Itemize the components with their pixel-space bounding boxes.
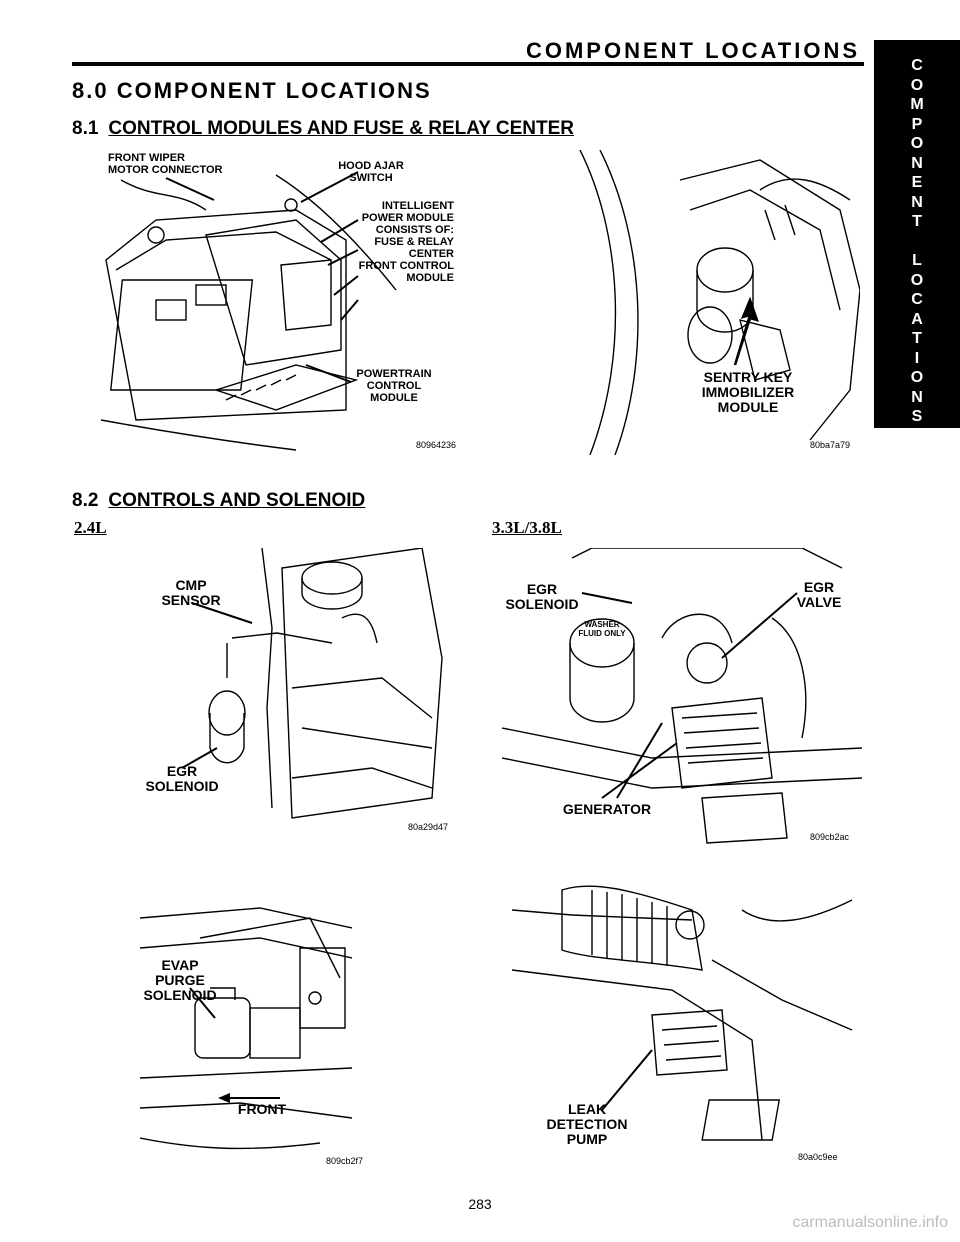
callout-egr-solenoid: EGR SOLENOID	[505, 581, 579, 612]
figure-skim: SENTRY KEY IMMOBILIZER MODULE 80ba7a79	[560, 150, 860, 455]
subsection-title: CONTROLS AND SOLENOID	[108, 490, 366, 511]
callout-front-wiper: FRONT WIPER MOTOR CONNECTOR	[108, 152, 223, 176]
side-tab-letter: O	[910, 271, 924, 289]
page-header-title: COMPONENT LOCATIONS	[525, 38, 860, 63]
figure-leak-detection: LEAK DETECTION PUMP 80a0c9ee	[512, 880, 862, 1165]
figure-code: 80a29d47	[408, 822, 449, 832]
side-tab-letter: N	[911, 154, 923, 172]
callout-pcm: POWERTRAIN CONTROL MODULE	[356, 368, 432, 404]
figure-ipm-drawing	[100, 171, 397, 451]
subsection-number: 8.2	[72, 490, 99, 511]
side-tab-letter: S	[911, 408, 923, 425]
side-tab-letter: C	[911, 57, 923, 74]
figure-2-4l: CMP SENSOR EGR SOLENOID 80a29d47	[132, 548, 448, 836]
figure-evap: EVAP PURGE SOLENOID FRONT 809cb2f7	[140, 878, 363, 1168]
engine-label-right: 3.3L/3.8L	[492, 518, 562, 537]
side-tab-letter: O	[910, 369, 924, 386]
figure-code: 80a0c9ee	[798, 1152, 838, 1162]
callout-front: FRONT	[237, 1101, 287, 1117]
figure-leak-detection-drawing	[512, 885, 853, 1141]
callout-hood-ajar: HOOD AJAR SWITCH	[338, 160, 404, 184]
figure-code: 809cb2ac	[810, 832, 850, 842]
figure-code: 80ba7a79	[810, 440, 851, 450]
figure-2-4l-drawing	[181, 548, 443, 819]
side-tab-letter: I	[914, 349, 920, 367]
side-tab-letter: C	[911, 291, 923, 308]
figure-skim-drawing	[579, 150, 860, 455]
side-tab-letter: A	[911, 310, 923, 328]
figure-3-3l: EGR SOLENOID EGR VALVE WASHER FLUID ONLY…	[502, 548, 862, 848]
figure-3-3l-drawing	[502, 548, 862, 844]
section-title: 8.0 COMPONENT LOCATIONS	[72, 78, 432, 103]
subsection-number: 8.1	[72, 118, 99, 139]
side-tab-letter: N	[911, 388, 923, 406]
side-tab-letter: M	[910, 96, 924, 113]
figure-ipm: FRONT WIPER MOTOR CONNECTOR HOOD AJAR SW…	[96, 150, 457, 455]
callout-evap-purge: EVAP PURGE SOLENOID	[143, 957, 217, 1003]
callout-sentry-key: SENTRY KEY IMMOBILIZER MODULE	[701, 369, 795, 415]
callout-leak-detection: LEAK DETECTION PUMP	[546, 1101, 628, 1147]
header-rule	[72, 62, 864, 66]
callout-egr-solenoid: EGR SOLENOID	[145, 763, 219, 794]
figure-evap-drawing	[140, 907, 352, 1150]
side-tab-letter: E	[911, 174, 923, 191]
side-tab-letter: P	[911, 115, 923, 133]
callout-washer-fluid: WASHER FLUID ONLY	[578, 620, 626, 638]
page-number: 283	[468, 1196, 492, 1212]
side-tab-letter: L	[912, 252, 922, 269]
callout-egr-valve: EGR VALVE	[796, 579, 842, 610]
callout-ipm: INTELLIGENT POWER MODULE CONSISTS OF: FU…	[358, 200, 454, 284]
side-tab-letter: T	[912, 330, 922, 347]
subsection-8-2: 8.2 CONTROLS AND SOLENOID	[72, 490, 365, 512]
engine-label-left: 2.4L	[74, 518, 107, 537]
side-tab-letter: O	[910, 76, 924, 94]
side-tab-letter: N	[911, 193, 923, 211]
subsection-8-1: 8.1 CONTROL MODULES AND FUSE & RELAY CENT…	[72, 118, 574, 140]
figure-code: 809cb2f7	[326, 1156, 364, 1166]
callout-cmp-sensor: CMP SENSOR	[161, 577, 221, 608]
side-tab-letter: T	[912, 213, 922, 230]
callout-generator: GENERATOR	[562, 801, 652, 817]
watermark: carmanualsonline.info	[792, 1214, 948, 1231]
side-tab-letter: O	[910, 135, 924, 152]
figure-code: 80964236	[416, 440, 457, 450]
subsection-title: CONTROL MODULES AND FUSE & RELAY CENTER	[108, 118, 574, 139]
